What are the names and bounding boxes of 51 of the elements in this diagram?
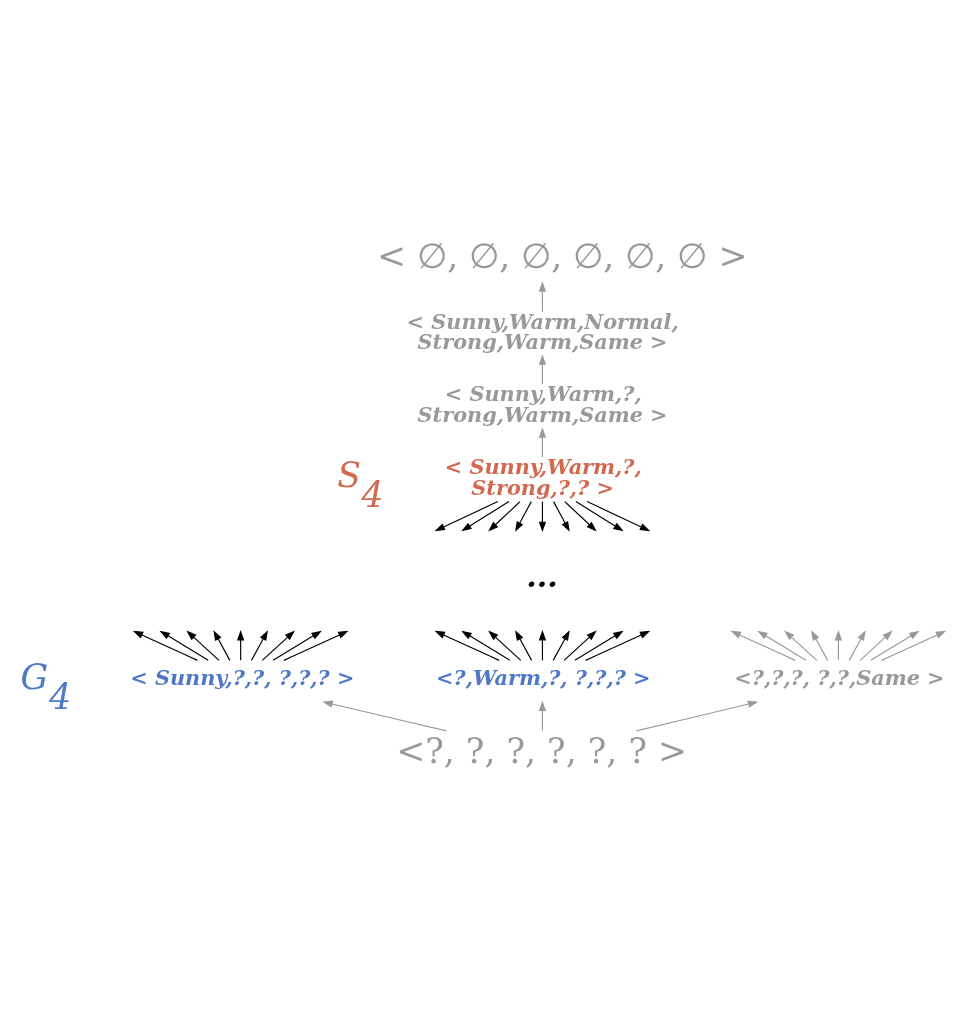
node-text: < Sunny,Warm,?, Strong,Warm,Same > bbox=[417, 381, 668, 428]
arrow bbox=[272, 630, 322, 661]
arrow bbox=[434, 501, 499, 532]
arrow bbox=[859, 630, 893, 661]
arrow bbox=[515, 501, 532, 532]
arrow bbox=[538, 501, 547, 533]
arrow bbox=[757, 630, 807, 661]
arrow bbox=[159, 630, 209, 661]
arrow bbox=[552, 630, 570, 661]
arrow bbox=[261, 630, 295, 661]
arrow bbox=[563, 630, 597, 661]
arrow bbox=[811, 630, 829, 661]
arrow bbox=[730, 630, 796, 661]
arrow bbox=[586, 501, 651, 532]
node-text: < ∅, ∅, ∅, ∅, ∅, ∅ > bbox=[377, 236, 748, 276]
arrow bbox=[834, 629, 843, 661]
node-text: < Sunny,Warm,Normal, Strong,Warm,Same > bbox=[406, 308, 679, 355]
arrow bbox=[237, 629, 245, 661]
node-text: <?,Warm,?, ?,?,? > bbox=[436, 665, 651, 691]
node-text: < Sunny,Warm,?, Strong,?,? > bbox=[444, 454, 642, 501]
arrow bbox=[574, 630, 624, 661]
arrow bbox=[564, 501, 597, 532]
arrow bbox=[488, 630, 522, 661]
arrow bbox=[434, 630, 500, 661]
arrow bbox=[322, 700, 448, 732]
label: ... bbox=[526, 559, 558, 595]
node-text: < Sunny,?,?, ?,?,? > bbox=[130, 665, 355, 691]
arrow bbox=[538, 281, 547, 313]
arrow bbox=[881, 630, 947, 661]
arrow bbox=[553, 501, 570, 532]
arrow bbox=[283, 630, 349, 661]
node-text: <?,?,?, ?,?,Same > bbox=[734, 665, 945, 691]
arrow bbox=[585, 630, 651, 661]
arrow bbox=[461, 630, 511, 661]
arrow bbox=[250, 630, 268, 661]
node-text: <?, ?, ?, ?, ?, ? > bbox=[396, 731, 688, 772]
arrow bbox=[515, 630, 533, 661]
arrow bbox=[870, 630, 920, 661]
arrow bbox=[186, 630, 220, 661]
arrow bbox=[538, 354, 547, 385]
arrow bbox=[132, 630, 198, 661]
arrow bbox=[538, 427, 547, 458]
arrow bbox=[635, 700, 759, 732]
arrow bbox=[784, 630, 818, 661]
arrow bbox=[848, 630, 866, 661]
arrow bbox=[461, 501, 510, 532]
arrow bbox=[538, 629, 547, 661]
arrow bbox=[538, 700, 547, 732]
arrow bbox=[488, 501, 521, 532]
arrow bbox=[575, 501, 624, 532]
arrow bbox=[213, 630, 231, 661]
